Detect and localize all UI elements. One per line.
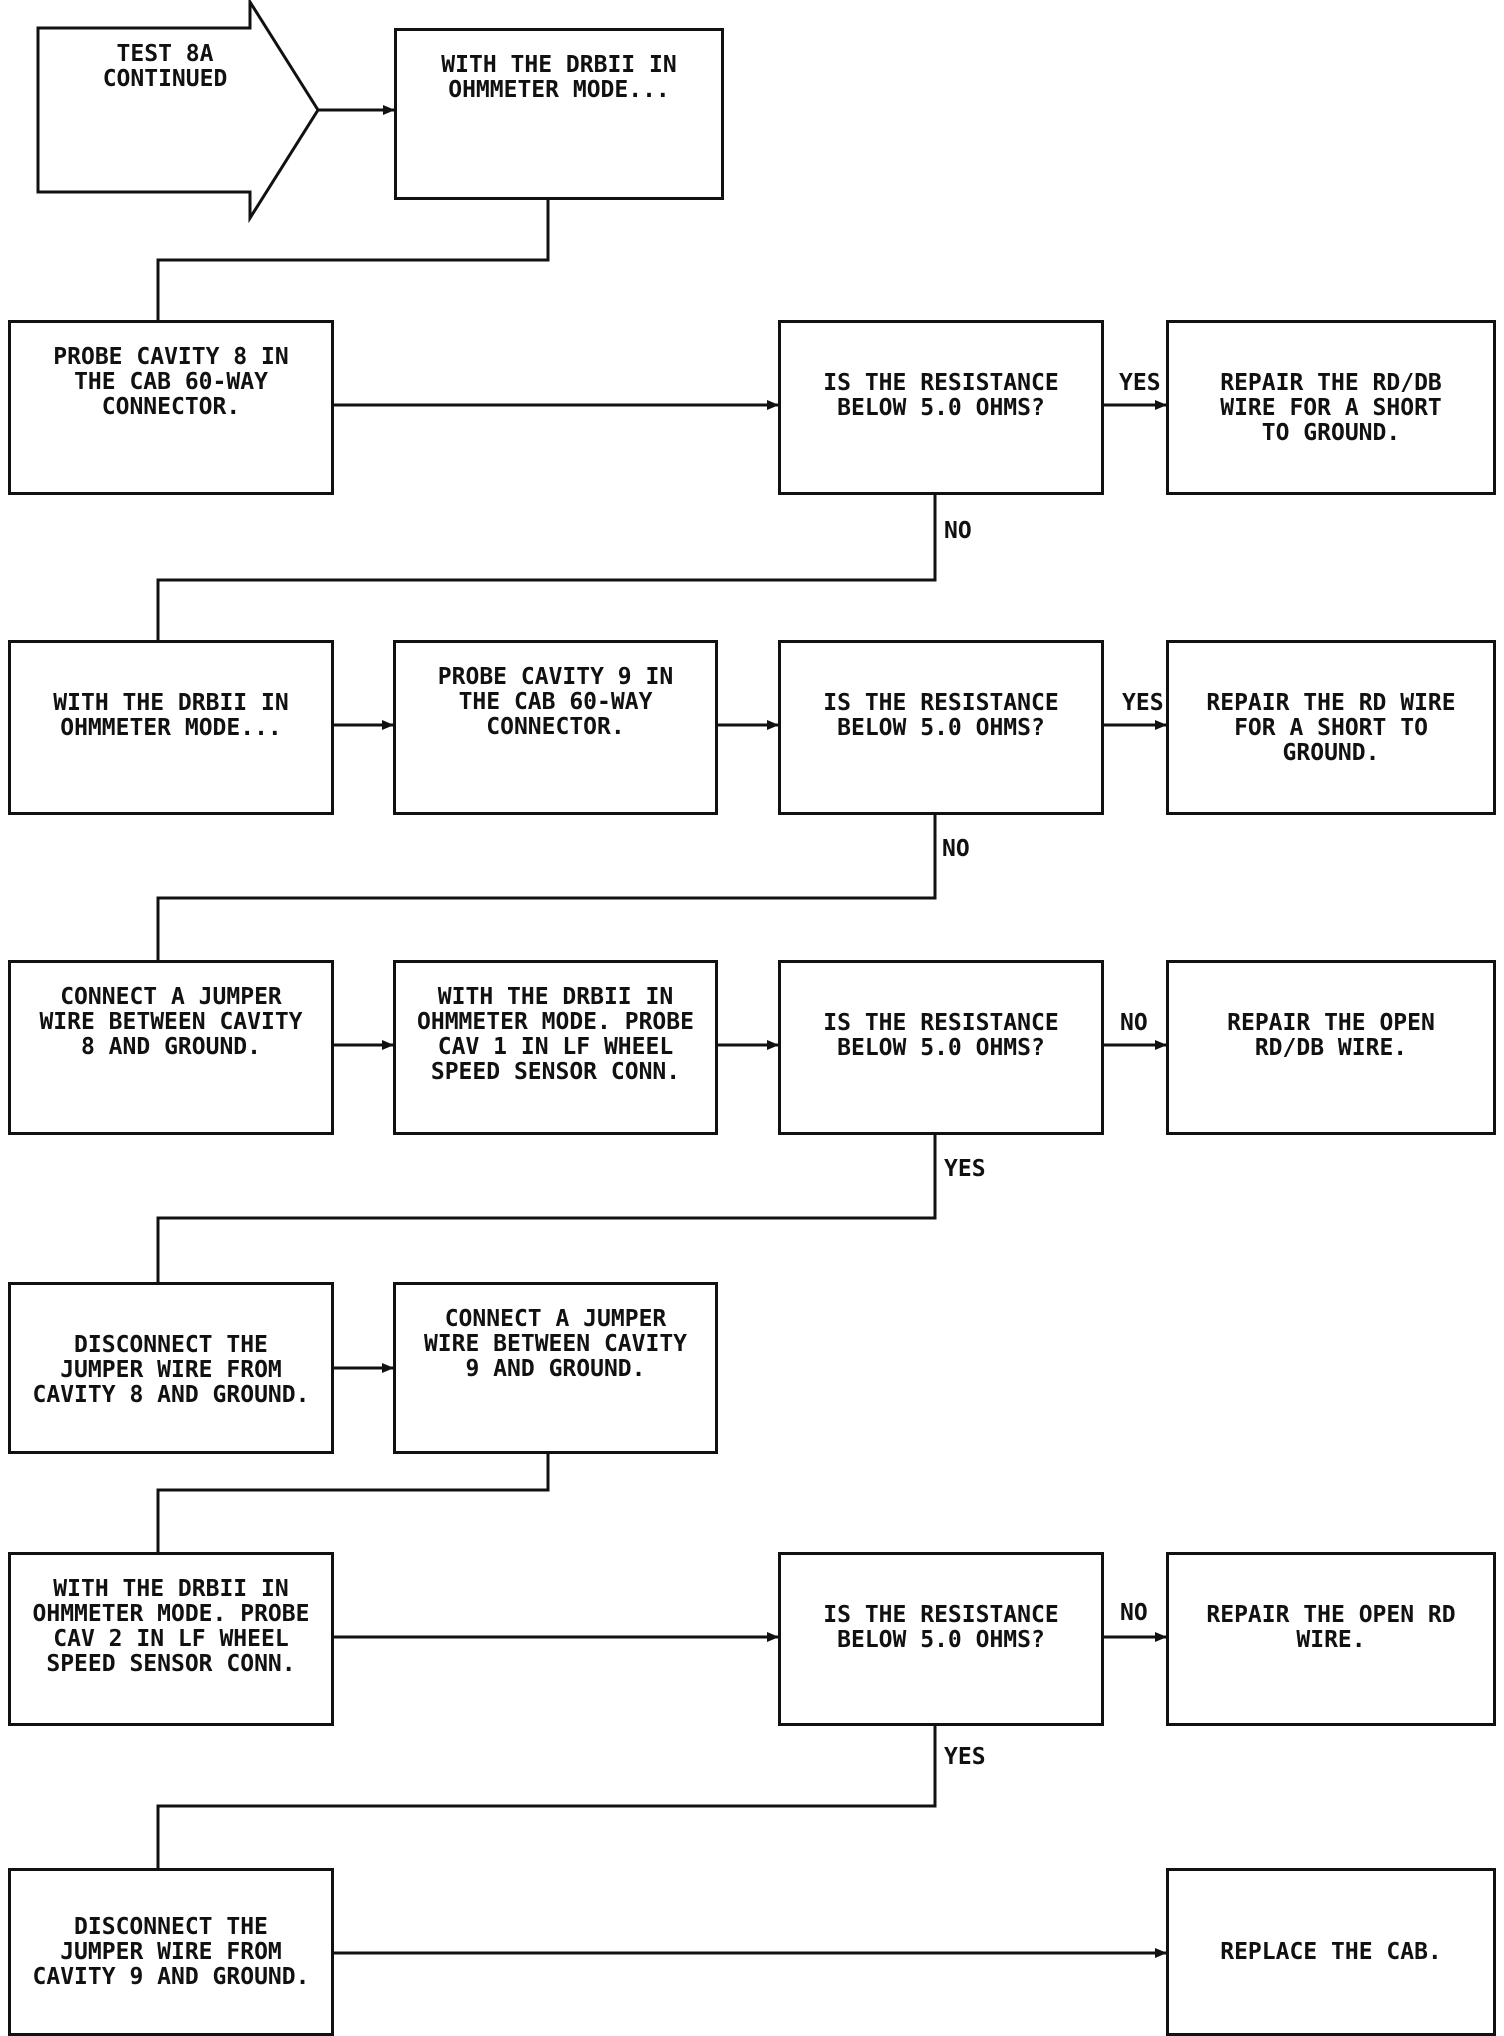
box-r5-disconnect-cavity-8: DISCONNECT THE JUMPER WIRE FROM CAVITY 8…: [8, 1282, 334, 1454]
box-r6-question: IS THE RESISTANCE BELOW 5.0 OHMS?: [778, 1552, 1104, 1726]
box-r7-disconnect-cavity-9: DISCONNECT THE JUMPER WIRE FROM CAVITY 9…: [8, 1868, 334, 2036]
box-r2-repair: REPAIR THE RD/DB WIRE FOR A SHORT TO GRO…: [1166, 320, 1496, 495]
box-r6-repair: REPAIR THE OPEN RD WIRE.: [1166, 1552, 1496, 1726]
box-r3-repair: REPAIR THE RD WIRE FOR A SHORT TO GROUND…: [1166, 640, 1496, 815]
connector-r1-to-r2: [156, 198, 550, 320]
box-r4-question: IS THE RESISTANCE BELOW 5.0 OHMS?: [778, 960, 1104, 1135]
start-arrow-text: TEST 8A CONTINUED: [102, 41, 228, 92]
connector-r2-no: [156, 493, 937, 640]
box-r4-jumper-cavity-8: CONNECT A JUMPER WIRE BETWEEN CAVITY 8 A…: [8, 960, 334, 1135]
label-r6-no: NO: [1120, 1600, 1148, 1626]
box-r7-replace-cab: REPLACE THE CAB.: [1166, 1868, 1496, 2036]
box-r2-question: IS THE RESISTANCE BELOW 5.0 OHMS?: [778, 320, 1104, 495]
box-r3-ohmmeter-mode: WITH THE DRBII IN OHMMETER MODE...: [8, 640, 334, 815]
box-r5-jumper-cavity-9: CONNECT A JUMPER WIRE BETWEEN CAVITY 9 A…: [393, 1282, 718, 1454]
connector-r3-no: [156, 813, 937, 960]
box-r1-ohmmeter-mode: WITH THE DRBII IN OHMMETER MODE...: [394, 28, 724, 200]
connector-r6-yes: [156, 1724, 937, 1868]
label-r4-yes: YES: [944, 1156, 986, 1182]
label-r3-no: NO: [942, 836, 970, 862]
box-r3-probe-cavity-9: PROBE CAVITY 9 IN THE CAB 60-WAY CONNECT…: [393, 640, 718, 815]
box-r3-question: IS THE RESISTANCE BELOW 5.0 OHMS?: [778, 640, 1104, 815]
label-r2-no: NO: [944, 518, 972, 544]
connector-r4-yes: [156, 1133, 937, 1282]
box-r2-probe-cavity-8: PROBE CAVITY 8 IN THE CAB 60-WAY CONNECT…: [8, 320, 334, 495]
box-r4-probe-cav-1: WITH THE DRBII IN OHMMETER MODE. PROBE C…: [393, 960, 718, 1135]
box-r4-repair: REPAIR THE OPEN RD/DB WIRE.: [1166, 960, 1496, 1135]
label-r4-no: NO: [1120, 1010, 1148, 1036]
box-r6-probe-cav-2: WITH THE DRBII IN OHMMETER MODE. PROBE C…: [8, 1552, 334, 1726]
label-r3-yes: YES: [1122, 690, 1164, 716]
connector-r5-to-r6: [156, 1454, 550, 1552]
start-arrow-shape: [36, 0, 320, 224]
label-r6-yes: YES: [944, 1744, 986, 1770]
label-r2-yes: YES: [1119, 370, 1161, 396]
